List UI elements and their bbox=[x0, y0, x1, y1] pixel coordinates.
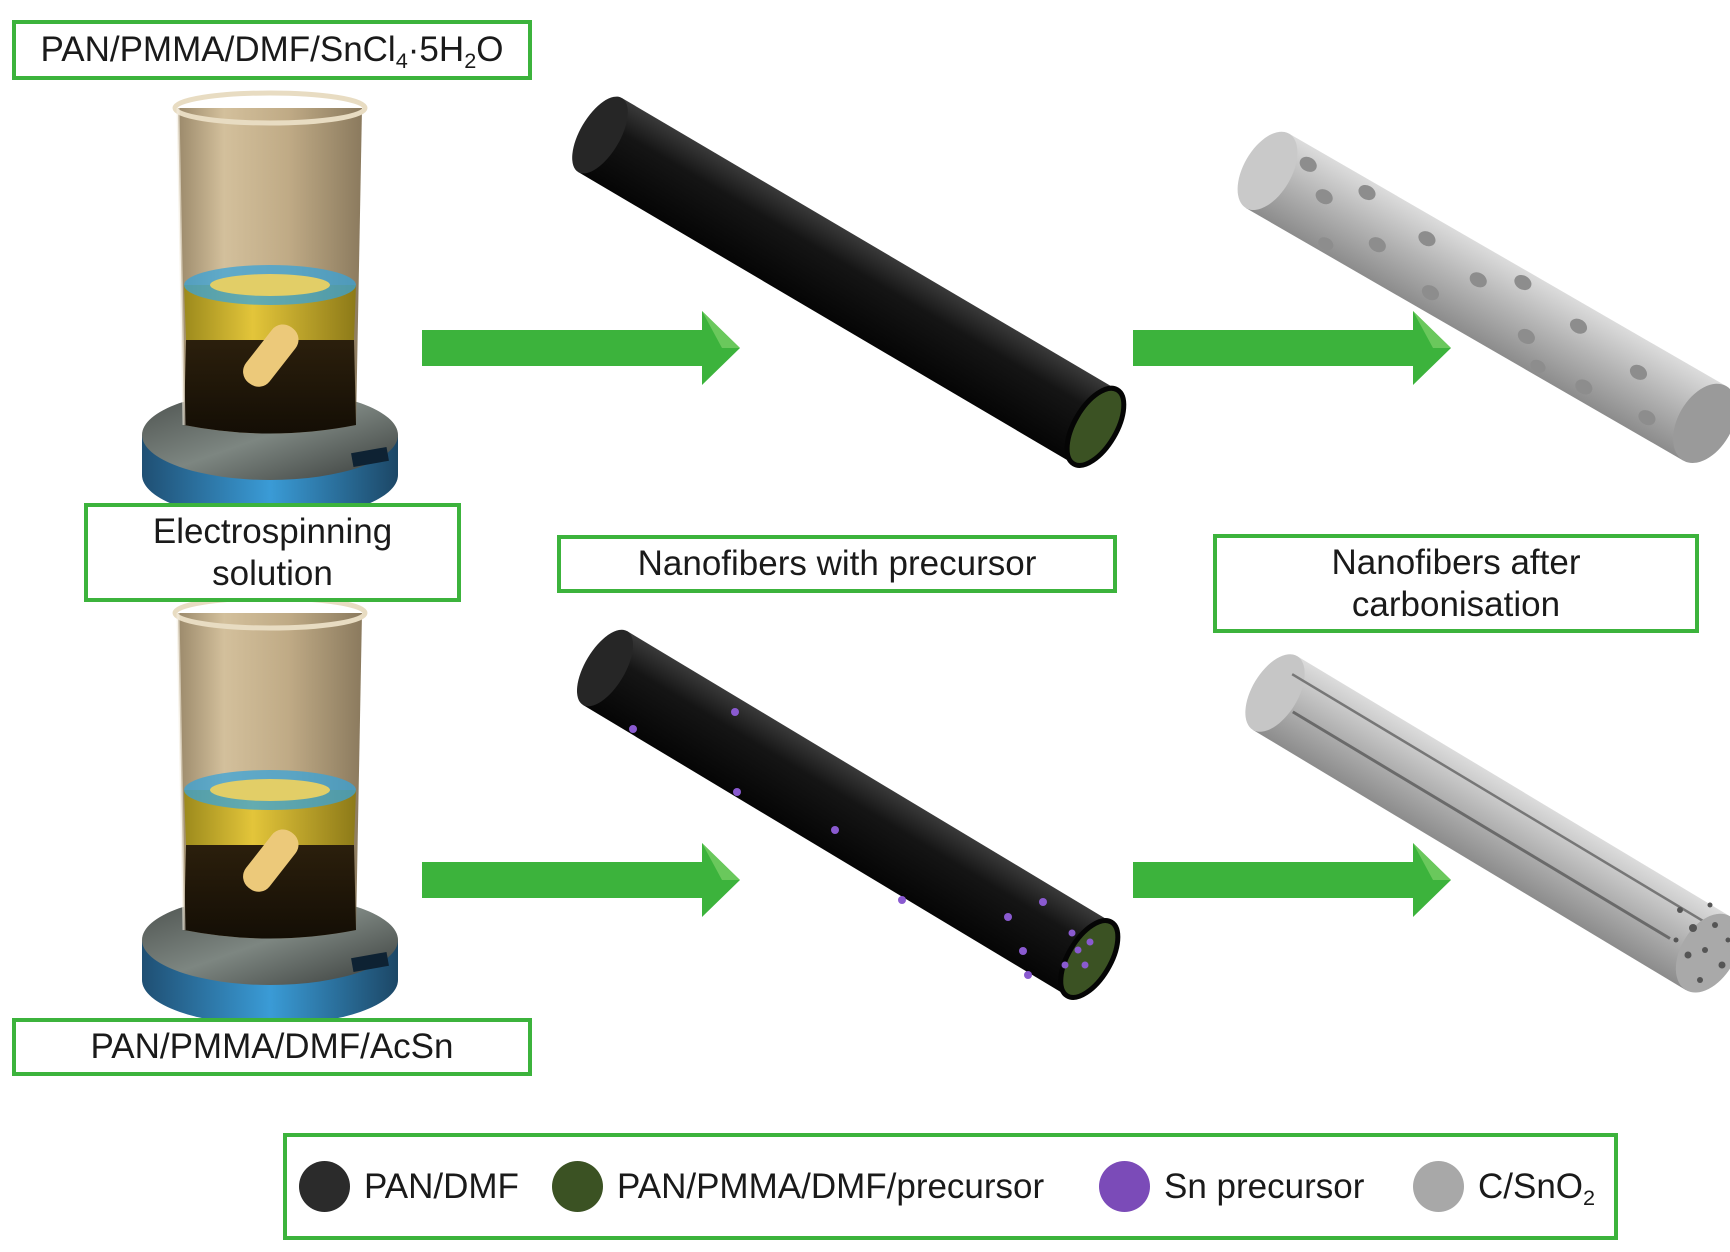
legend: PAN/DMF PAN/PMMA/DMF/precursor Sn precur… bbox=[283, 1133, 1618, 1240]
legend-label-pan-dmf: PAN/DMF bbox=[364, 1166, 519, 1206]
legend-label-sn-precursor: Sn precursor bbox=[1164, 1166, 1365, 1206]
nanofibers-after-line2: carbonisation bbox=[1351, 584, 1561, 624]
precursor-fiber-bottom bbox=[576, 629, 1121, 1000]
arrow-to-fiber-bottom bbox=[422, 843, 740, 917]
beaker-stirrer-bottom bbox=[142, 598, 398, 1025]
precursor-fiber-top bbox=[572, 96, 1127, 468]
electrospinning-line2: solution bbox=[212, 553, 333, 593]
legend-item-sn-precursor: Sn precursor bbox=[1099, 1137, 1364, 1236]
nanofibers-after-carbonisation-label: Nanofibers after carbonisation bbox=[1213, 534, 1699, 633]
legend-label-c-sno2: C/SnO2 bbox=[1478, 1166, 1596, 1210]
legend-item-pan-dmf: PAN/DMF bbox=[299, 1137, 519, 1236]
arrow-to-fiber-top bbox=[422, 311, 740, 385]
legend-dot-pan-pmma-dmf-precursor bbox=[552, 1161, 603, 1212]
legend-dot-c-sno2 bbox=[1413, 1161, 1464, 1212]
nanofibers-precursor-label: Nanofibers with precursor bbox=[557, 535, 1117, 593]
arrow-to-carbon-bottom bbox=[1133, 843, 1451, 917]
carbonised-fiber-top bbox=[1237, 131, 1730, 463]
carbonised-fiber-bottom bbox=[1245, 654, 1730, 993]
legend-label-pan-pmma-dmf-precursor: PAN/PMMA/DMF/precursor bbox=[617, 1166, 1045, 1206]
top-solution-label: PAN/PMMA/DMF/SnCl4·5H2O bbox=[12, 20, 532, 80]
carbon-fiber-end-pores bbox=[1673, 902, 1730, 983]
electrospinning-solution-label: Electrospinning solution bbox=[84, 503, 461, 602]
legend-item-pan-pmma-dmf-precursor: PAN/PMMA/DMF/precursor bbox=[552, 1137, 1044, 1236]
legend-item-c-sno2: C/SnO2 bbox=[1413, 1137, 1595, 1236]
bottom-solution-label: PAN/PMMA/DMF/AcSn bbox=[12, 1018, 532, 1076]
arrow-to-carbon-top bbox=[1133, 311, 1451, 385]
electrospinning-line1: Electrospinning bbox=[152, 511, 393, 551]
sn-precursor-dots bbox=[629, 708, 1094, 979]
beaker-stirrer-top bbox=[142, 93, 398, 520]
legend-dot-pan-dmf bbox=[299, 1161, 350, 1212]
nanofibers-after-line1: Nanofibers after bbox=[1331, 542, 1581, 582]
legend-dot-sn-precursor bbox=[1099, 1161, 1150, 1212]
nanofibers-precursor-text: Nanofibers with precursor bbox=[637, 544, 1037, 583]
bottom-solution-text: PAN/PMMA/DMF/AcSn bbox=[90, 1027, 454, 1066]
top-solution-text: PAN/PMMA/DMF/SnCl4·5H2O bbox=[40, 30, 504, 73]
